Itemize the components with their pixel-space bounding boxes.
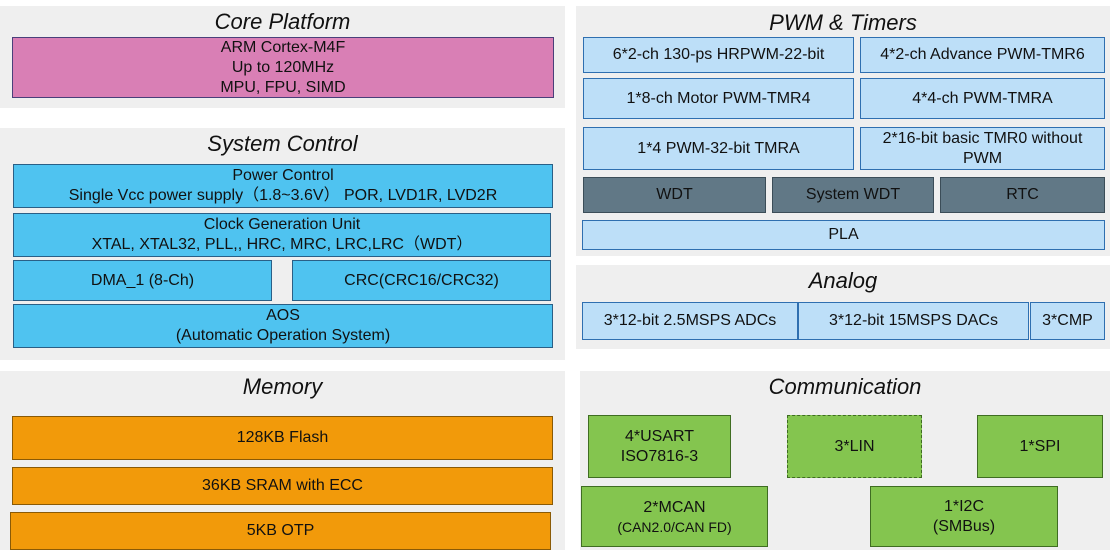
pwm-timers-panel: PWM & Timers 6*2-ch 130-ps HRPWM-22-bit … — [576, 6, 1110, 256]
crc-label: CRC(CRC16/CRC32) — [344, 271, 499, 289]
system-control-title: System Control — [207, 131, 358, 156]
system-wdt-label: System WDT — [805, 186, 901, 203]
tmr4-label: 1*8-ch Motor PWM-TMR4 — [626, 89, 811, 107]
pla-block: PLA — [582, 220, 1105, 250]
tmr0-block: 2*16-bit basic TMR0 without PWM — [860, 127, 1105, 170]
tmr0-label: 2*16-bit basic TMR0 without — [882, 129, 1083, 147]
tmr4-block: 1*8-ch Motor PWM-TMR4 — [583, 78, 854, 119]
spi-block: 1*SPI — [977, 415, 1103, 478]
communication-panel: Communication 4*USART ISO7816-3 3*LIN 1*… — [580, 371, 1110, 550]
wdt-block: WDT — [583, 177, 766, 213]
tmr0-label-cont: PWM — [962, 149, 1003, 167]
cmp-label: 3*CMP — [1042, 312, 1093, 329]
i2c-block: 1*I2C (SMBus) — [870, 486, 1058, 547]
rtc-block: RTC — [940, 177, 1105, 213]
clock-generation-block: Clock Generation Unit XTAL, XTAL32, PLL,… — [13, 213, 551, 257]
dac-label: 3*12-bit 15MSPS DACs — [829, 312, 998, 329]
analog-title: Analog — [808, 268, 878, 293]
rtc-label: RTC — [1006, 186, 1039, 203]
pla-label: PLA — [828, 226, 859, 243]
mcan-details: (CAN2.0/CAN FD) — [617, 518, 732, 535]
mcan-label: 2*MCAN — [643, 498, 706, 516]
power-control-block: Power Control Single Vcc power supply（1.… — [13, 164, 553, 208]
analog-panel: Analog 3*12-bit 2.5MSPS ADCs 3*12-bit 15… — [576, 265, 1110, 349]
lin-block: 3*LIN — [787, 415, 922, 478]
spi-label: 1*SPI — [1019, 437, 1061, 455]
crc-block: CRC(CRC16/CRC32) — [292, 260, 551, 301]
system-wdt-block: System WDT — [772, 177, 934, 213]
tmra-32bit-label: 1*4 PWM-32-bit TMRA — [637, 139, 800, 157]
communication-title: Communication — [768, 374, 922, 399]
clock-generation-details: XTAL, XTAL32, PLL,, HRC, MRC, LRC,LRC（WD… — [91, 236, 473, 253]
flash-block: 128KB Flash — [12, 416, 553, 460]
aos-block: AOS (Automatic Operation System) — [13, 304, 553, 348]
tmr6-label: 4*2-ch Advance PWM-TMR6 — [880, 46, 1085, 63]
memory-title: Memory — [242, 374, 323, 399]
clock-generation-label: Clock Generation Unit — [203, 216, 361, 233]
wdt-label: WDT — [656, 186, 693, 203]
i2c-details: (SMBus) — [932, 517, 996, 535]
pwm-timers-title: PWM & Timers — [769, 10, 917, 35]
core-platform-panel: Core Platform ARM Cortex-M4F Up to 120MH… — [0, 6, 565, 108]
power-control-details: Single Vcc power supply（1.8~3.6V） POR, L… — [68, 187, 498, 204]
cmp-block: 3*CMP — [1030, 302, 1105, 340]
dma-block: DMA_1 (8-Ch) — [13, 260, 272, 301]
sram-block: 36KB SRAM with ECC — [12, 467, 553, 505]
dma-label: DMA_1 (8-Ch) — [90, 271, 195, 289]
tmra-4ch-label: 4*4-ch PWM-TMRA — [912, 89, 1053, 107]
hrpwm-label: 6*2-ch 130-ps HRPWM-22-bit — [612, 46, 825, 63]
cpu-features: MPU, FPU, SIMD — [220, 78, 346, 96]
hrpwm-block: 6*2-ch 130-ps HRPWM-22-bit — [583, 37, 854, 73]
cpu-name: ARM Cortex-M4F — [220, 38, 346, 56]
cpu-frequency: Up to 120MHz — [231, 58, 335, 76]
usart-label: 4*USART — [624, 427, 695, 445]
mcan-block: 2*MCAN (CAN2.0/CAN FD) — [581, 486, 768, 547]
adc-label: 3*12-bit 2.5MSPS ADCs — [603, 312, 777, 329]
core-platform-title: Core Platform — [214, 9, 351, 34]
i2c-label: 1*I2C — [943, 497, 985, 515]
aos-label: AOS — [266, 307, 300, 324]
tmra-32bit-block: 1*4 PWM-32-bit TMRA — [583, 127, 854, 170]
tmr6-block: 4*2-ch Advance PWM-TMR6 — [860, 37, 1105, 73]
otp-label: 5KB OTP — [246, 522, 315, 539]
cpu-block: ARM Cortex-M4F Up to 120MHz MPU, FPU, SI… — [12, 37, 554, 98]
sram-label: 36KB SRAM with ECC — [202, 477, 363, 494]
flash-label: 128KB Flash — [236, 429, 329, 446]
dac-block: 3*12-bit 15MSPS DACs — [798, 302, 1029, 340]
lin-label: 3*LIN — [834, 437, 875, 455]
aos-details: (Automatic Operation System) — [175, 327, 391, 344]
otp-block: 5KB OTP — [10, 512, 551, 550]
adc-block: 3*12-bit 2.5MSPS ADCs — [582, 302, 798, 340]
usart-block: 4*USART ISO7816-3 — [588, 415, 731, 478]
usart-details: ISO7816-3 — [620, 447, 699, 465]
tmra-4ch-block: 4*4-ch PWM-TMRA — [860, 78, 1105, 119]
system-control-panel: System Control Power Control Single Vcc … — [0, 128, 565, 360]
power-control-label: Power Control — [232, 167, 334, 184]
memory-panel: Memory 128KB Flash 36KB SRAM with ECC 5K… — [0, 371, 565, 550]
